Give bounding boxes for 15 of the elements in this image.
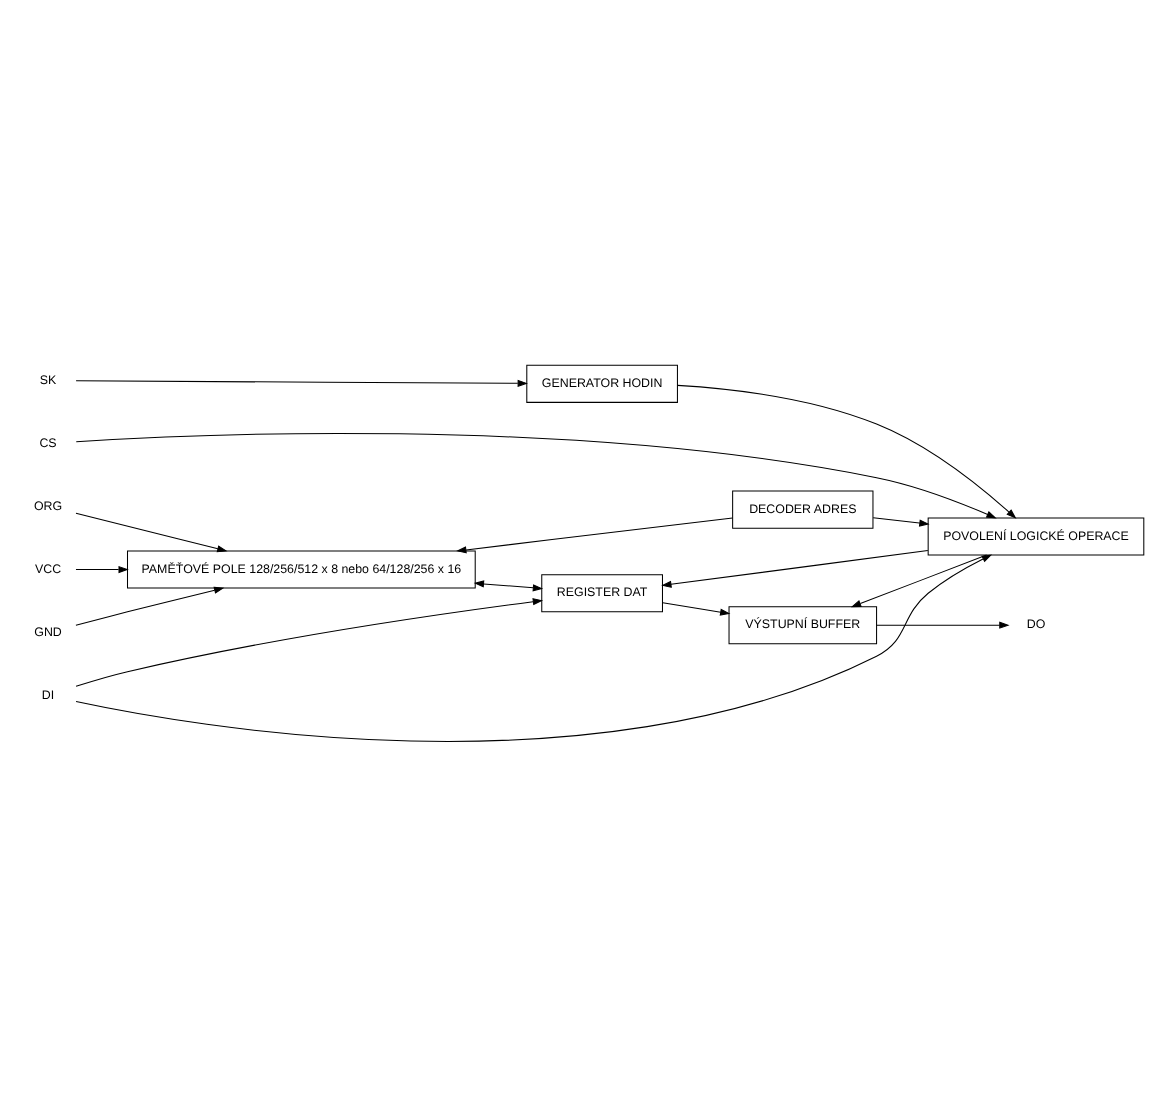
arrow — [75, 378, 528, 386]
arrow — [75, 564, 129, 573]
arrow — [473, 579, 544, 591]
arrow — [456, 516, 734, 553]
arrow — [876, 620, 1010, 628]
arrow — [661, 549, 929, 587]
arrow — [75, 597, 544, 686]
arrow — [75, 511, 228, 552]
arrow — [75, 431, 997, 518]
arrow — [75, 585, 225, 625]
arrow — [75, 553, 993, 741]
arrow — [677, 383, 1017, 518]
arrow — [662, 601, 731, 615]
arrow — [850, 553, 988, 607]
arrow — [872, 516, 930, 526]
